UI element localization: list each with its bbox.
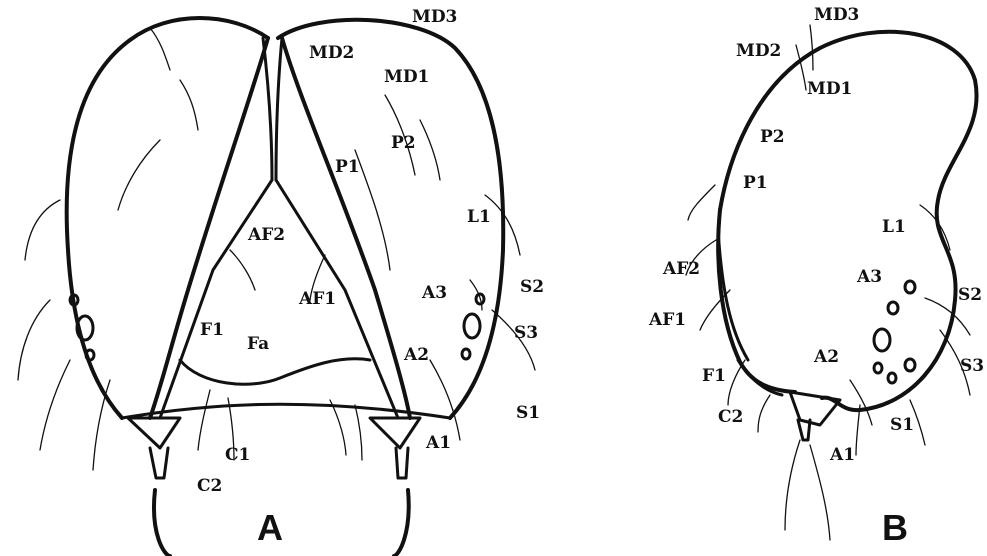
label-c1-a: C1 xyxy=(225,445,250,465)
label-f1-b: F1 xyxy=(702,366,726,386)
label-a2-b: A2 xyxy=(813,347,839,367)
label-md1-b: MD1 xyxy=(807,79,852,99)
label-af2-a: AF2 xyxy=(247,225,285,245)
setae-b xyxy=(685,24,971,541)
label-a3-b: A3 xyxy=(856,267,882,287)
labels-b: MD3 MD2 MD1 P2 P1 L1 AF2 A3 S2 AF1 A2 S3… xyxy=(648,5,984,465)
label-a1-b: A1 xyxy=(829,445,855,465)
label-p2-b: P2 xyxy=(760,127,785,147)
panel-a: MD3 MD2 MD1 P2 P1 L1 AF2 AF1 A3 S2 S3 F1… xyxy=(17,7,544,556)
label-a1-a: A1 xyxy=(425,433,451,453)
label-md1-a: MD1 xyxy=(384,67,429,87)
label-l1-a: L1 xyxy=(467,207,491,227)
label-c2-b: C2 xyxy=(718,407,743,427)
labels-a: MD3 MD2 MD1 P2 P1 L1 AF2 AF1 A3 S2 S3 F1… xyxy=(197,7,544,496)
label-md3-a: MD3 xyxy=(412,7,457,27)
label-s3-b: S3 xyxy=(960,356,984,376)
label-af1-a: AF1 xyxy=(298,289,336,309)
label-md3-b: MD3 xyxy=(814,5,859,25)
label-fa-a: Fa xyxy=(247,334,269,354)
panel-letter-a: A xyxy=(257,507,283,548)
label-s2-b: S2 xyxy=(958,285,982,305)
panel-letter-b: B xyxy=(882,507,908,548)
label-s1-b: S1 xyxy=(890,415,914,435)
label-p1-b: P1 xyxy=(743,173,768,193)
head-capsule-outline-a xyxy=(64,16,506,556)
label-s1-a: S1 xyxy=(516,403,540,423)
label-md2-a: MD2 xyxy=(309,43,354,63)
head-capsule-outline-b xyxy=(716,29,979,442)
label-c2-a: C2 xyxy=(197,476,222,496)
label-p2-a: P2 xyxy=(391,133,416,153)
label-f1-a: F1 xyxy=(200,320,224,340)
label-a3-a: A3 xyxy=(421,283,447,303)
label-s3-a: S3 xyxy=(514,323,538,343)
label-a2-a: A2 xyxy=(403,345,429,365)
panel-b: MD3 MD2 MD1 P2 P1 L1 AF2 A3 S2 AF1 A2 S3… xyxy=(648,5,984,548)
label-s2-a: S2 xyxy=(520,277,544,297)
label-l1-b: L1 xyxy=(882,217,906,237)
label-af1-b: AF1 xyxy=(648,310,686,330)
label-md2-b: MD2 xyxy=(736,41,781,61)
label-p1-a: P1 xyxy=(335,157,360,177)
label-af2-b: AF2 xyxy=(662,259,700,279)
setae-a xyxy=(17,27,536,471)
